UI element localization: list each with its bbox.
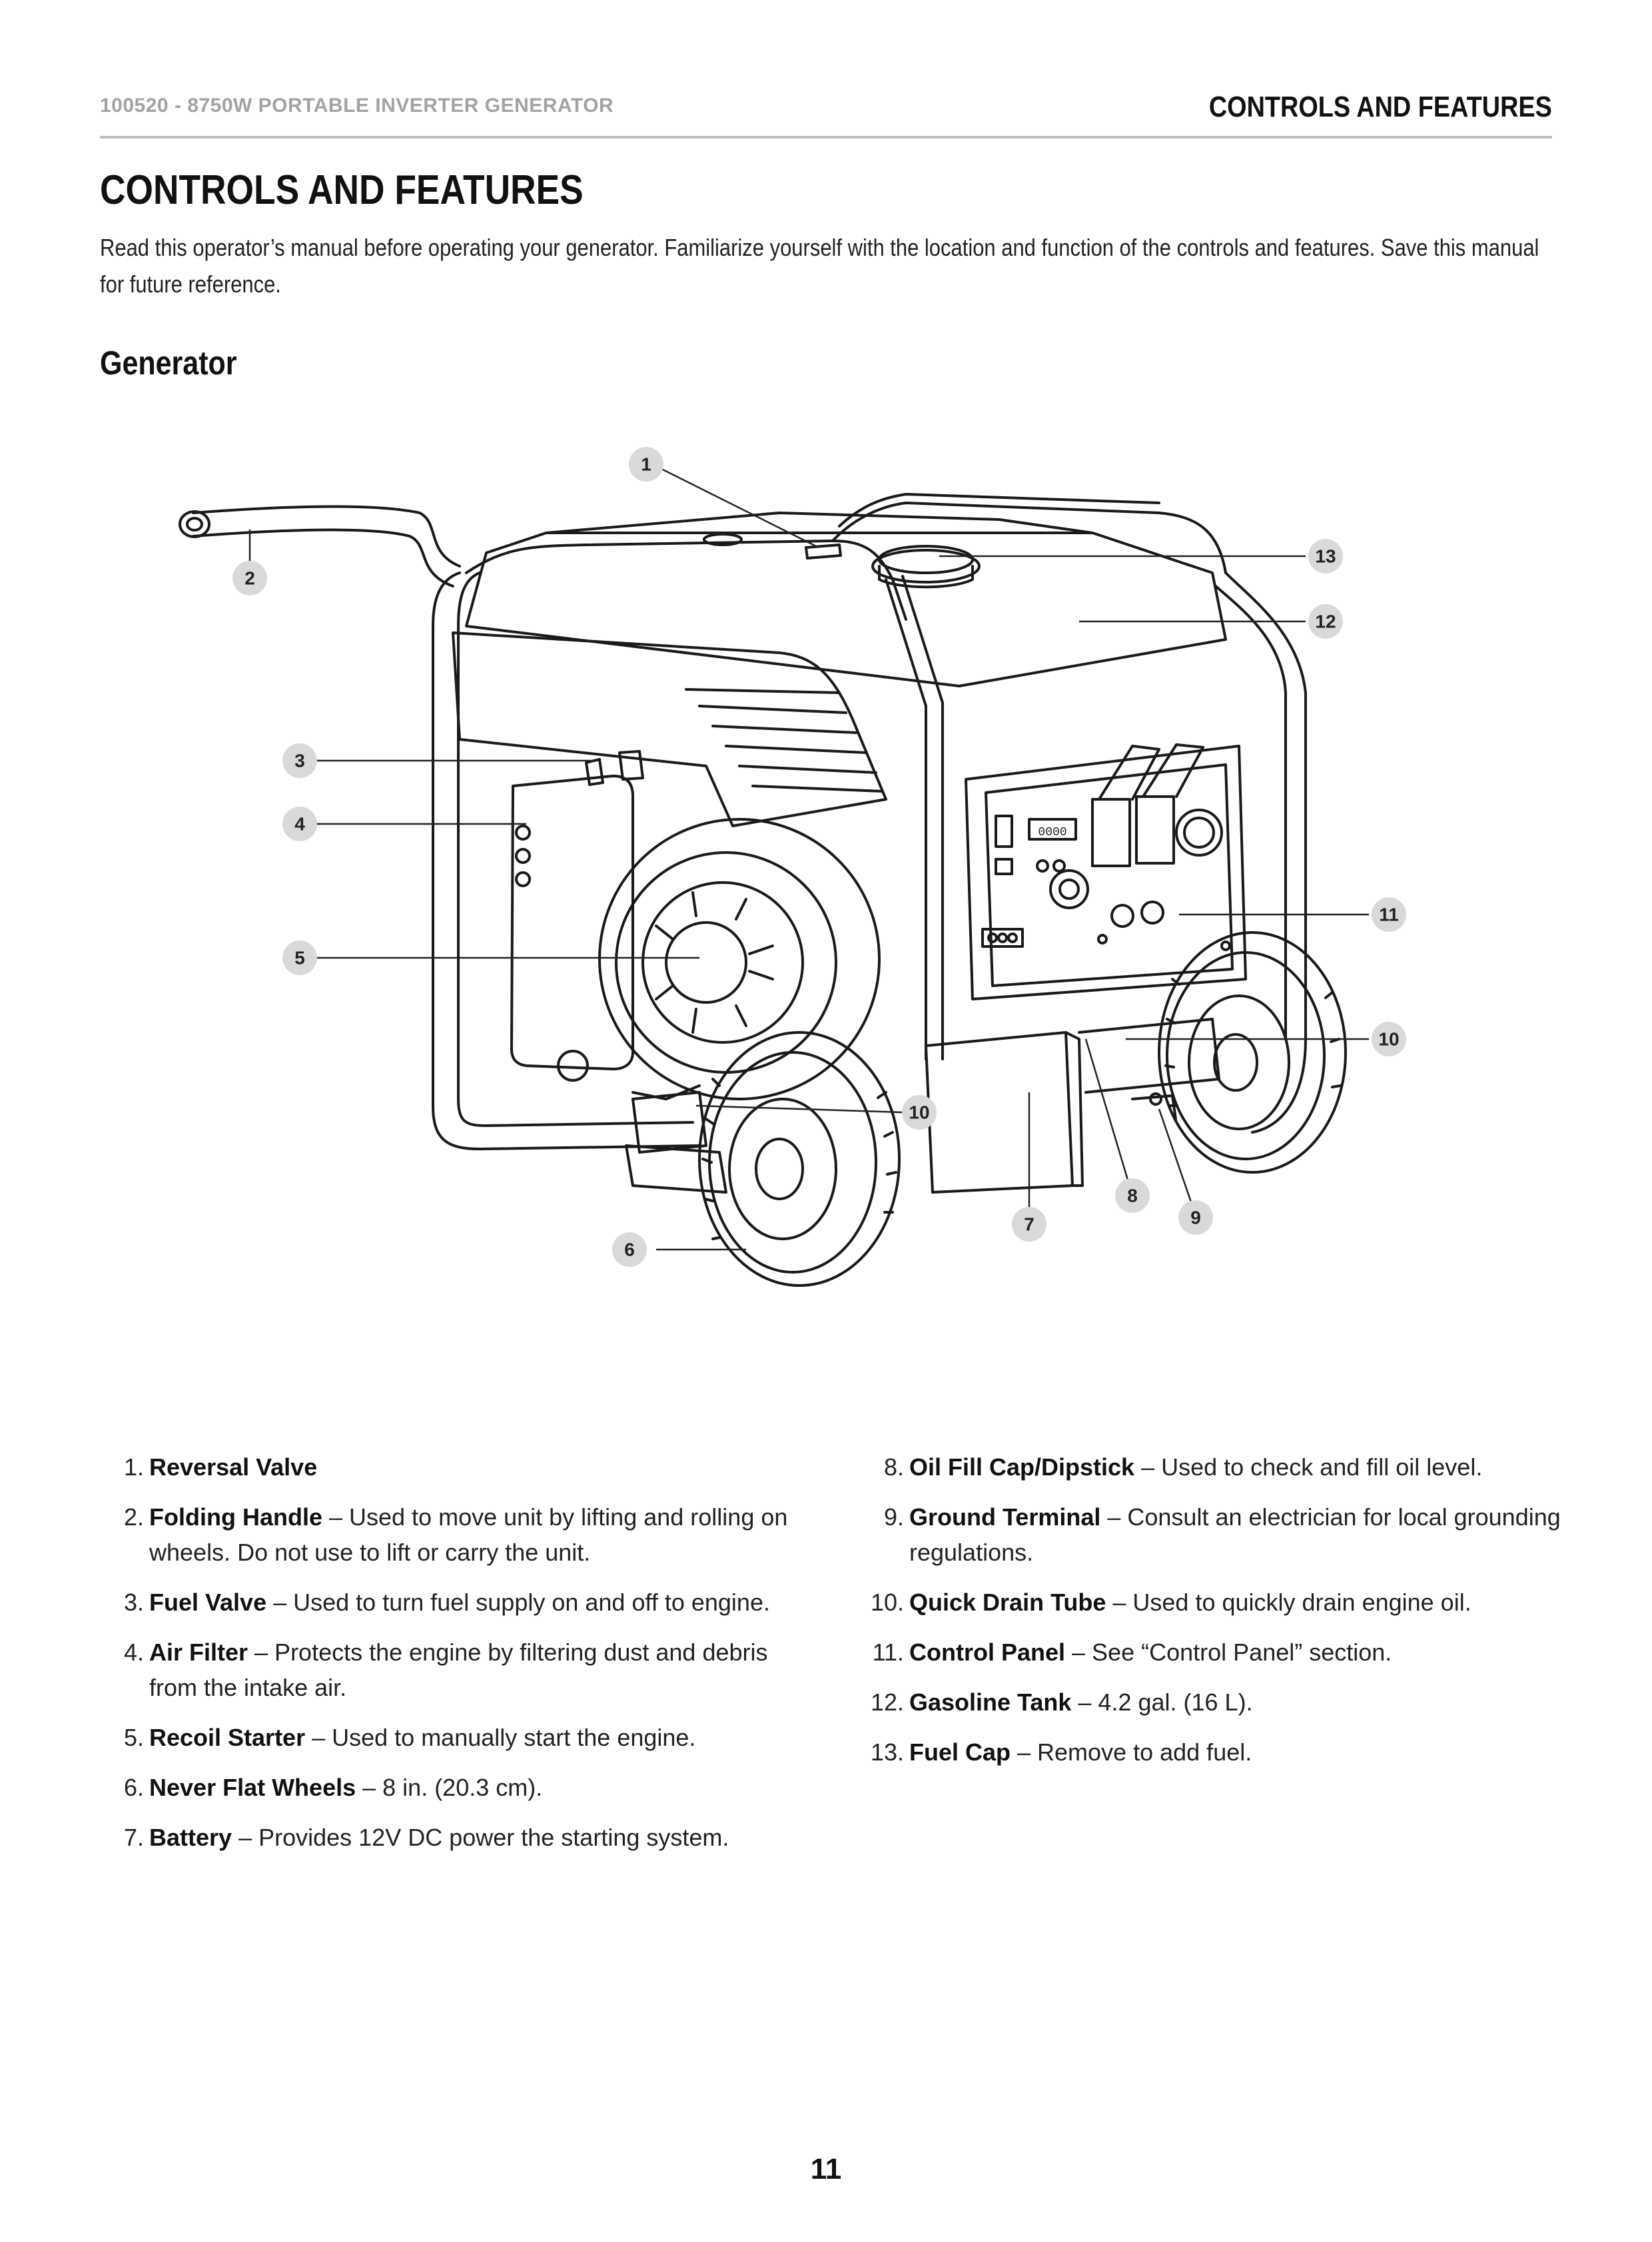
svg-text:9: 9 [1190,1208,1201,1228]
callout-2: 2 [232,561,267,595]
svg-text:3: 3 [294,751,305,771]
svg-text:5: 5 [294,948,305,968]
header-divider [100,136,1552,139]
svg-text:13: 13 [1315,546,1336,567]
legend-item: 10.Quick Drain Tube – Used to quickly dr… [870,1589,1471,1616]
svg-text:11: 11 [1379,905,1399,925]
battery-drawing [925,1031,1084,1194]
legend-item: 5.Recoil Starter – Used to manually star… [123,1724,696,1751]
callout-7: 7 [1012,1207,1046,1242]
svg-text:7: 7 [1024,1214,1034,1235]
legend-item: 4.Air Filter – Protects the engine by fi… [123,1639,768,1701]
callout-9: 9 [1178,1200,1213,1235]
callout-3: 3 [282,743,317,778]
engine-shroud-drawing [452,631,887,827]
callout-13: 13 [1308,539,1343,573]
header-document-id: 100520 - 8750W PORTABLE INVERTER GENERAT… [100,95,614,117]
section-heading: Generator [100,344,237,382]
callout-6: 6 [612,1232,647,1267]
callout-10-front: 10 [902,1095,937,1130]
svg-text:4: 4 [294,814,305,835]
legend-item: 9.Ground Terminal – Consult an electrici… [883,1503,1561,1566]
callout-11: 11 [1372,897,1406,932]
hour-meter-label: 0000 [1038,826,1066,839]
svg-text:10: 10 [1378,1029,1399,1050]
callout-5: 5 [282,940,317,975]
control-panel-drawing [965,743,1247,1000]
callout-4: 4 [282,807,317,841]
legend-item: 8.Oil Fill Cap/Dipstick – Used to check … [883,1453,1483,1481]
gas-tank-drawing [465,512,1227,687]
svg-text:10: 10 [909,1102,929,1123]
svg-text:8: 8 [1127,1186,1138,1206]
air-filter-drawing [510,750,644,1082]
legend-item: 1.Reversal Valve [123,1453,318,1481]
legend-item: 3.Fuel Valve – Used to turn fuel supply … [123,1589,770,1616]
svg-text:1: 1 [641,454,651,475]
page-title: CONTROLS AND FEATURES [100,167,584,213]
callout-10-rear: 10 [1372,1022,1406,1056]
front-wheel-drawing [698,1031,901,1287]
legend-item: 2.Folding Handle – Used to move unit by … [123,1503,788,1566]
svg-text:6: 6 [624,1240,635,1260]
base-drawing [625,1018,1220,1194]
leader-lines [248,465,1369,1251]
header-section-title: CONTROLS AND FEATURES [1208,91,1552,123]
legend-item: 7.Battery – Provides 12V DC power the st… [123,1824,729,1851]
intro-paragraph: Read this operator’s manual before opera… [100,234,1539,298]
page-number: 11 [810,2153,842,2185]
legend-right-column: 8.Oil Fill Cap/Dipstick – Used to check … [863,1449,1575,1784]
callout-8: 8 [1115,1178,1150,1213]
frame-drawing [432,493,1307,1150]
generator-diagram: 1 2 3 4 5 6 7 8 9 10 10 11 12 13 0000 [179,447,1406,1287]
legend-item: 6.Never Flat Wheels – 8 in. (20.3 cm). [123,1774,543,1801]
legend-item: 12.Gasoline Tank – 4.2 gal. (16 L). [870,1688,1253,1716]
callout-1: 1 [629,447,663,482]
svg-text:12: 12 [1315,611,1336,632]
svg-text:2: 2 [244,568,255,589]
rear-wheel-drawing [1158,931,1347,1174]
legend-item: 11.Control Panel – See “Control Panel” s… [872,1639,1392,1666]
legend-left-column: 1.Reversal Valve 2.Folding Handle – Used… [107,1449,819,1870]
callout-12: 12 [1308,604,1343,639]
legend-item: 13.Fuel Cap – Remove to add fuel. [870,1738,1252,1766]
folding-handle-drawing [179,505,461,587]
